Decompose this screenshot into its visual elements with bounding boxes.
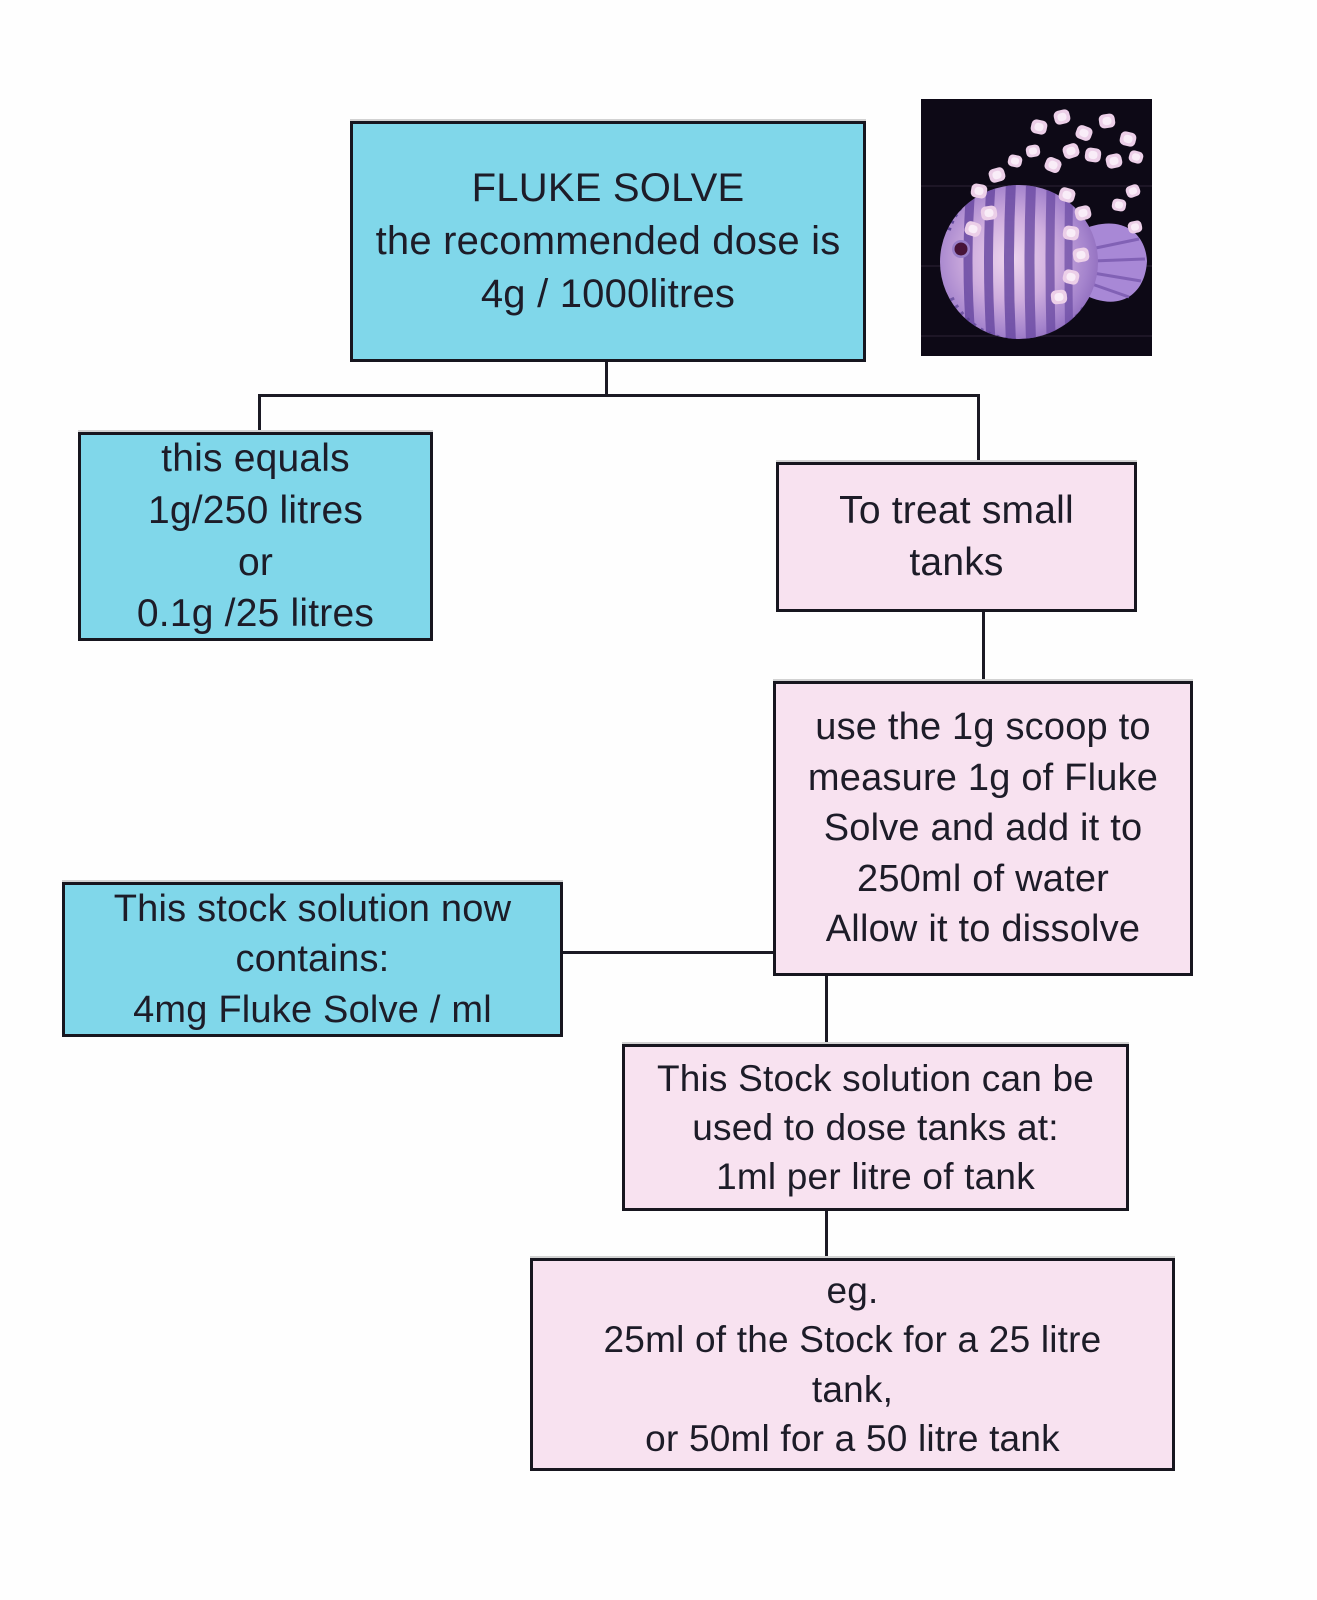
node-dose: This Stock solution can be used to dose …: [622, 1044, 1129, 1211]
node-example-line-1: eg.: [826, 1270, 879, 1312]
node-equals-line-2: 1g/250 litres: [147, 488, 364, 532]
node-example-line-4: or 50ml for a 50 litre tank: [645, 1417, 1060, 1459]
node-stock-line-2: contains:: [235, 938, 390, 981]
node-scoop-line-1: use the 1g scoop to: [815, 706, 1151, 749]
node-recommended-dose-line-1: FLUKE SOLVE: [471, 165, 745, 210]
connector-top-stem: [605, 362, 608, 396]
connector-right-drop: [977, 394, 980, 464]
node-small-tanks-line-1: To treat small: [839, 489, 1074, 533]
node-dose-line-3: 1ml per litre of tank: [716, 1156, 1035, 1198]
fish-eye: [952, 240, 970, 258]
node-scoop-line-3: Solve and add it to: [823, 807, 1143, 850]
node-equals-line-1: this equals: [161, 436, 350, 480]
node-scoop: use the 1g scoop to measure 1g of Fluke …: [773, 681, 1193, 976]
node-equals-line-4: 0.1g /25 litres: [136, 592, 375, 636]
node-scoop-line-5: Allow it to dissolve: [825, 908, 1141, 951]
node-small-tanks: To treat small tanks: [776, 462, 1137, 612]
node-scoop-line-4: 250ml of water: [856, 857, 1110, 900]
node-dose-line-1: This Stock solution can be: [656, 1057, 1095, 1099]
fish-tail: [1079, 223, 1147, 302]
node-recommended-dose-line-2: the recommended dose is: [375, 218, 841, 263]
node-stock-line-3: 4mg Fluke Solve / ml: [133, 988, 492, 1031]
node-stock: This stock solution now contains: 4mg Fl…: [62, 882, 563, 1037]
connector-top-bar: [258, 394, 980, 397]
node-example-line-3: tank,: [811, 1368, 894, 1410]
node-equals-line-3: or: [237, 540, 274, 584]
connector-smalltanks-to-scoop: [982, 611, 985, 682]
node-dose-line-2: used to dose tanks at:: [692, 1106, 1059, 1148]
discus-fish-image: [921, 99, 1152, 356]
connector-left-drop: [258, 394, 261, 434]
node-example: eg. 25ml of the Stock for a 25 litre tan…: [530, 1258, 1175, 1471]
node-recommended-dose-line-3: 4g / 1000litres: [480, 272, 736, 317]
node-example-line-2: 25ml of the Stock for a 25 litre: [603, 1319, 1102, 1361]
connector-stock-to-scoop: [562, 951, 774, 954]
connector-dose-to-example: [825, 1210, 828, 1259]
node-small-tanks-line-2: tanks: [909, 541, 1004, 584]
node-stock-line-1: This stock solution now: [113, 887, 512, 930]
node-recommended-dose: FLUKE SOLVE the recommended dose is 4g /…: [350, 121, 866, 362]
node-scoop-line-2: measure 1g of Fluke: [807, 756, 1159, 799]
node-equals: this equals 1g/250 litres or 0.1g /25 li…: [78, 432, 433, 641]
fry-cluster: [964, 109, 1144, 305]
connector-scoop-to-dose: [825, 975, 828, 1045]
